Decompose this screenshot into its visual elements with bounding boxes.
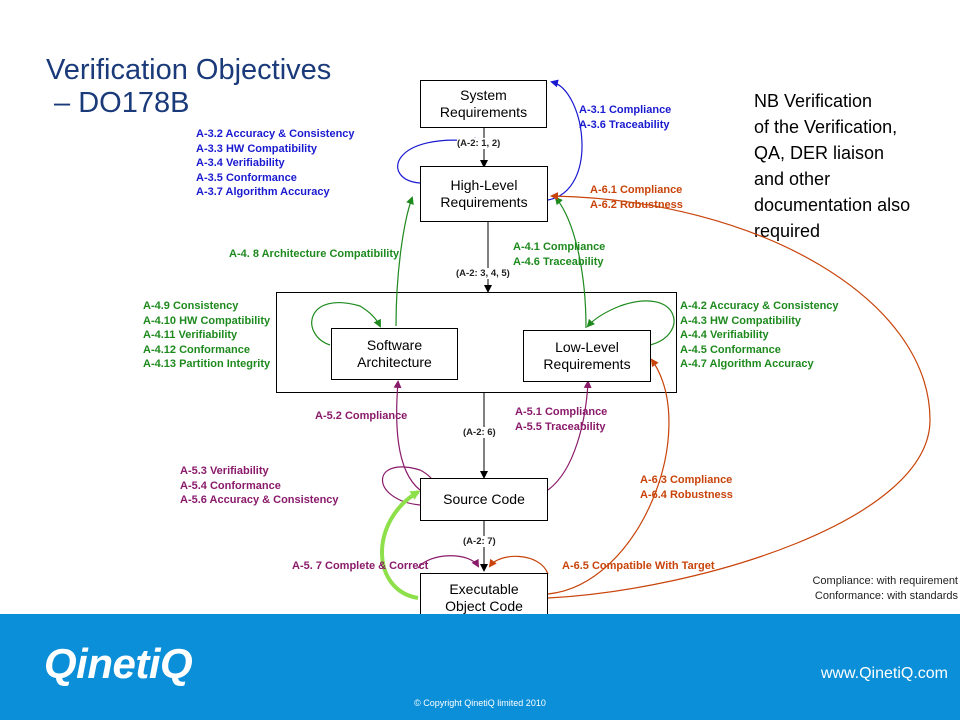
note-line: of the Verification, bbox=[754, 117, 898, 137]
objective-label: A-4.1 Compliance bbox=[513, 241, 606, 253]
objective-label: A-5.3 Verifiability bbox=[180, 465, 269, 477]
objective-label: A-4.10 HW Compatibility bbox=[143, 314, 271, 327]
objective-label: A-5.5 Traceability bbox=[515, 420, 606, 433]
system-requirements-box: System Requirements bbox=[420, 80, 547, 128]
note-line: and other bbox=[754, 169, 831, 189]
definition-compliance: Compliance: with requirement bbox=[812, 575, 958, 587]
arrow-eoc-to-llr bbox=[547, 358, 670, 595]
objective-label: A-6.3 Compliance bbox=[640, 474, 733, 486]
definition-conformance: Conformance: with standards bbox=[814, 590, 958, 602]
llr-hlr-objectives: A-4.1 Compliance A-4.6 Traceability bbox=[513, 240, 605, 269]
objective-label: A-4.11 Verifiability bbox=[143, 329, 238, 341]
source-code-label: Source Code bbox=[443, 491, 525, 507]
verification-note: NB Verification of the Verification, QA,… bbox=[754, 88, 910, 244]
objective-label: A-4.12 Conformance bbox=[143, 343, 250, 356]
arrow-hlr-to-system bbox=[547, 79, 583, 201]
hlr-self-objectives: A-3.2 Accuracy & Consistency A-3.3 HW Co… bbox=[196, 127, 355, 200]
arrow-eoc-to-source-thick bbox=[380, 490, 421, 600]
objective-label: A-4.9 Consistency bbox=[143, 300, 239, 312]
title-line-1: Verification Objectives bbox=[46, 54, 332, 86]
ref-a2-7: (A-2: 7) bbox=[463, 536, 496, 547]
note-line: QA, DER liaison bbox=[754, 143, 885, 163]
objective-label: A-4.13 Partition Integrity bbox=[143, 358, 271, 370]
objective-label: A-3.4 Verifiability bbox=[196, 157, 285, 169]
arrow-eoc-to-hlr bbox=[547, 192, 931, 599]
objective-label: A-3.1 Compliance bbox=[579, 104, 672, 116]
arrow-llr-to-hlr bbox=[554, 196, 587, 329]
qinetiq-logo: QinetiQ bbox=[44, 640, 193, 687]
slide-title: Verification Objectives – DO178B bbox=[46, 54, 331, 120]
arrow-hlr-self bbox=[397, 137, 482, 184]
note-line: documentation also bbox=[754, 195, 911, 215]
footer-bar bbox=[0, 614, 960, 720]
definitions: Compliance: with requirement Conformance… bbox=[812, 574, 958, 604]
src-self-objectives: A-5.3 Verifiability A-5.4 Conformance A-… bbox=[180, 464, 339, 508]
arrow-source-to-llr bbox=[547, 380, 592, 491]
hlr-test-objectives: A-6.1 Compliance A-6.2 Robustness bbox=[590, 183, 683, 212]
src-llr-objectives: A-5.1 Compliance A-5.5 Traceability bbox=[515, 405, 607, 434]
low-level-requirements-box: Low-Level Requirements bbox=[523, 330, 651, 382]
objective-label: A-4.2 Accuracy & Consistency bbox=[680, 300, 839, 312]
note-line: NB Verification bbox=[754, 91, 873, 111]
software-architecture-label: Software Architecture bbox=[357, 337, 432, 370]
arch-hlr-objective: A-4. 8 Architecture Compatibility bbox=[229, 248, 400, 260]
title-line-2: – DO178B bbox=[46, 87, 190, 119]
system-requirements-label: System Requirements bbox=[439, 87, 528, 120]
note-line: required bbox=[754, 221, 821, 241]
objective-label: A-3.2 Accuracy & Consistency bbox=[196, 128, 355, 140]
ref-a2-6: (A-2: 6) bbox=[463, 427, 496, 438]
design-container bbox=[276, 292, 677, 393]
src-arch-objective: A-5.2 Compliance bbox=[315, 410, 408, 422]
high-level-requirements-label: High-Level Requirements bbox=[440, 177, 528, 210]
arch-self-objectives: A-4.9 Consistency A-4.10 HW Compatibilit… bbox=[143, 299, 270, 372]
objective-label: A-4.3 HW Compatibility bbox=[680, 314, 802, 327]
objective-label: A-3.3 HW Compatibility bbox=[196, 142, 318, 155]
high-level-requirements-box: High-Level Requirements bbox=[420, 166, 548, 222]
objective-label: A-5.6 Accuracy & Consistency bbox=[180, 494, 339, 506]
llr-test-objectives: A-6.3 Compliance A-6.4 Robustness bbox=[640, 473, 733, 502]
objective-label: A-3.5 Conformance bbox=[196, 171, 297, 184]
objective-label: A-4.6 Traceability bbox=[513, 255, 604, 268]
objective-label: A-3.7 Algorithm Accuracy bbox=[196, 186, 330, 198]
arrow-eoc-target bbox=[488, 555, 549, 575]
llr-self-objectives: A-4.2 Accuracy & Consistency A-4.3 HW Co… bbox=[680, 299, 839, 372]
arrow-eoc-source bbox=[417, 555, 479, 569]
eoc-src-objective: A-5. 7 Complete & Correct bbox=[292, 560, 429, 572]
arrow-arch-self bbox=[311, 302, 381, 346]
arrow-source-to-arch bbox=[393, 380, 421, 491]
objective-label: A-5.1 Compliance bbox=[515, 406, 608, 418]
objective-label: A-6.1 Compliance bbox=[590, 184, 683, 196]
objective-label: A-5.4 Conformance bbox=[180, 479, 281, 492]
objective-label: A-4.7 Algorithm Accuracy bbox=[680, 358, 814, 370]
copyright-notice: © Copyright QinetiQ limited 2010 bbox=[414, 698, 546, 708]
low-level-requirements-label: Low-Level Requirements bbox=[543, 339, 631, 372]
objective-label: A-6.4 Robustness bbox=[640, 488, 733, 501]
arrow-arch-to-hlr bbox=[395, 196, 414, 327]
executable-object-code-label: Executable Object Code bbox=[445, 581, 523, 614]
objective-label: A-4.5 Conformance bbox=[680, 343, 781, 356]
sys-hlr-objectives: A-3.1 Compliance A-3.6 Traceability bbox=[579, 103, 671, 132]
arrow-llr-self bbox=[586, 300, 675, 346]
eoc-target-objective: A-6.5 Compatible With Target bbox=[562, 560, 715, 572]
objective-label: A-6.2 Robustness bbox=[590, 198, 683, 211]
ref-a2-1-2: (A-2: 1, 2) bbox=[457, 138, 501, 149]
software-architecture-box: Software Architecture bbox=[331, 328, 458, 380]
website-link[interactable]: www.QinetiQ.com bbox=[820, 665, 948, 682]
source-code-box: Source Code bbox=[420, 478, 548, 521]
ref-a2-3-4-5: (A-2: 3, 4, 5) bbox=[456, 268, 510, 279]
objective-label: A-3.6 Traceability bbox=[579, 118, 670, 131]
objective-label: A-4.4 Verifiability bbox=[680, 329, 769, 341]
